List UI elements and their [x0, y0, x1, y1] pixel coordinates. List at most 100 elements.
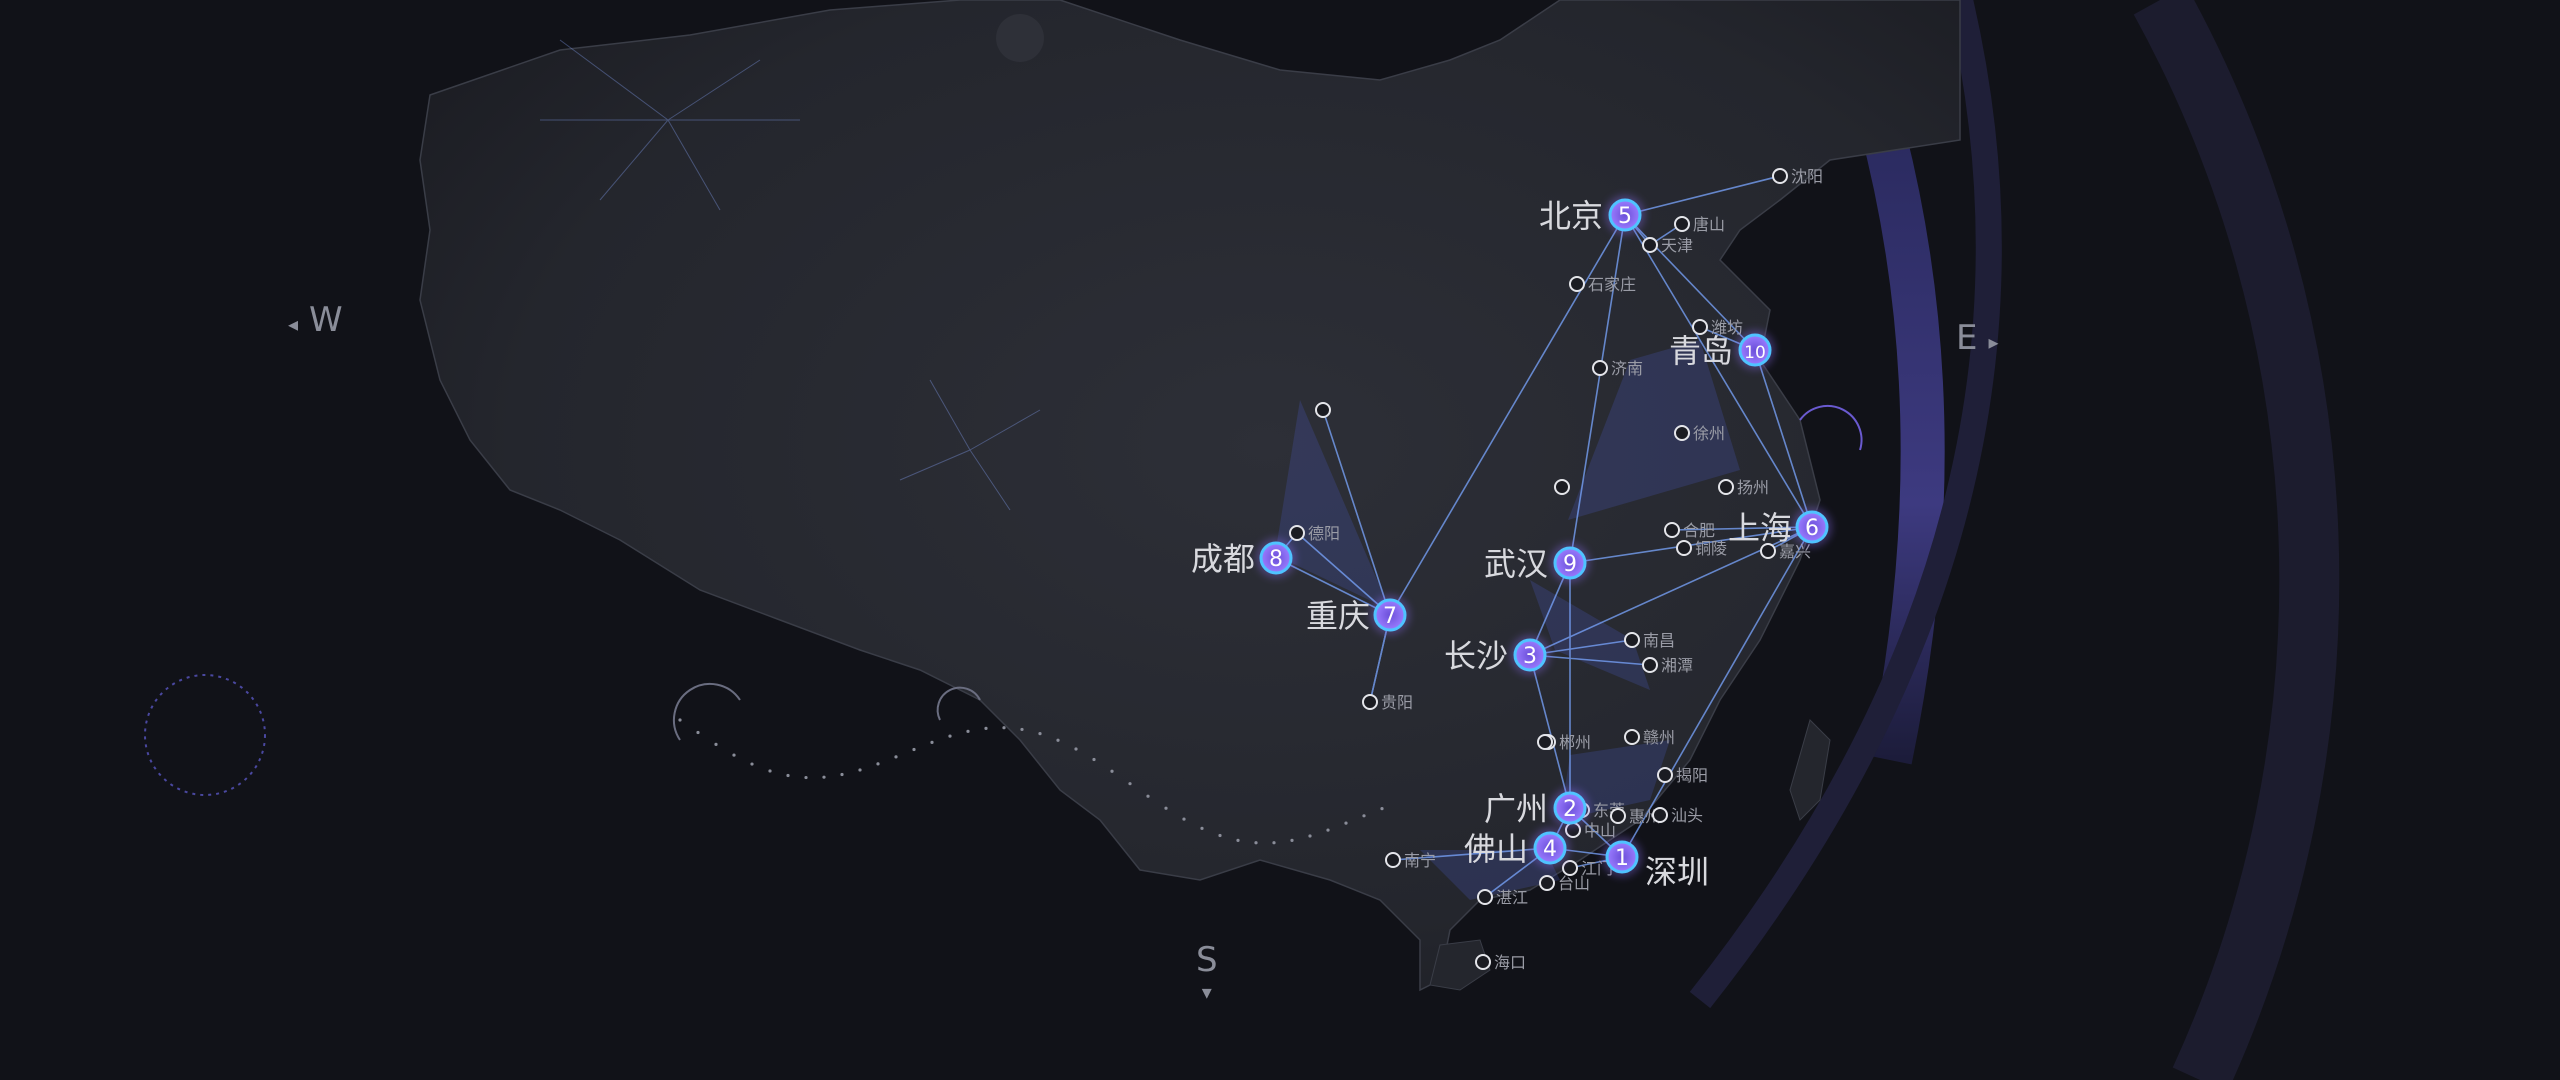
rank-marker-circle[interactable]: [1738, 333, 1772, 367]
minor-city-dot[interactable]: [1592, 360, 1608, 376]
minor-city-dot[interactable]: [1718, 479, 1734, 495]
unlabeled-city-dot[interactable]: [1537, 734, 1553, 750]
rank-number: 3: [1523, 644, 1537, 669]
minor-city-dot[interactable]: [1664, 522, 1680, 538]
minor-city-dot[interactable]: [1569, 276, 1585, 292]
ranked-city-8[interactable]: 8成都: [1191, 538, 1296, 578]
minor-city-dot[interactable]: [1692, 319, 1708, 335]
rank-number: 4: [1543, 837, 1557, 862]
ranked-city-3[interactable]: 3长沙: [1444, 635, 1550, 675]
minor-city-潍坊[interactable]: 潍坊: [1692, 318, 1743, 337]
decorative-arcs: [1689, 0, 2340, 1080]
ranked-city-label: 广州: [1484, 790, 1548, 828]
minor-city-label: 中山: [1584, 821, 1616, 840]
rank-marker-circle[interactable]: [1795, 510, 1829, 544]
rank-marker-circle[interactable]: [1553, 791, 1587, 825]
minor-city-合肥[interactable]: 合肥: [1664, 521, 1715, 540]
minor-city-dot[interactable]: [1642, 237, 1658, 253]
minor-city-dot[interactable]: [1657, 767, 1673, 783]
minor-city-dot[interactable]: [1475, 954, 1491, 970]
minor-city-济南[interactable]: 济南: [1592, 359, 1643, 378]
trail-dot: [732, 753, 736, 757]
minor-city-台山[interactable]: 台山: [1539, 874, 1590, 893]
ranked-city-6[interactable]: 6上海: [1728, 507, 1832, 547]
minor-city-dot[interactable]: [1289, 525, 1305, 541]
ranked-city-5[interactable]: 5北京: [1539, 195, 1645, 235]
minor-city-label: 沈阳: [1791, 167, 1823, 186]
rank-marker-circle[interactable]: [1533, 831, 1567, 865]
ranked-city-4[interactable]: 4佛山: [1464, 828, 1570, 868]
minor-city-label: 合肥: [1683, 521, 1715, 540]
minor-city-唐山[interactable]: 唐山: [1674, 215, 1725, 234]
minor-city-天津[interactable]: 天津: [1642, 236, 1693, 255]
ranked-city-7[interactable]: 7重庆: [1306, 595, 1410, 635]
minor-city-label: 徐州: [1693, 424, 1725, 443]
rank-marker-circle[interactable]: [1259, 541, 1293, 575]
minor-city-dot[interactable]: [1676, 540, 1692, 556]
minor-city-label: 济南: [1611, 359, 1643, 378]
minor-city-揭阳[interactable]: 揭阳: [1657, 766, 1708, 785]
minor-city-海口[interactable]: 海口: [1475, 953, 1526, 972]
minor-city-南宁[interactable]: 南宁: [1385, 851, 1436, 870]
rank-number: 1: [1615, 846, 1629, 871]
rank-marker-circle[interactable]: [1608, 198, 1642, 232]
minor-city-dot[interactable]: [1674, 425, 1690, 441]
minor-city-贵阳[interactable]: 贵阳: [1362, 693, 1413, 712]
trail-dot: [1362, 814, 1366, 818]
minor-city-dot[interactable]: [1539, 875, 1555, 891]
route-line: [1389, 214, 1626, 616]
minor-city-dot[interactable]: [1562, 860, 1578, 876]
minor-city-dot[interactable]: [1610, 808, 1626, 824]
unlabeled-city-dot[interactable]: [1315, 402, 1331, 418]
rank-marker-circle[interactable]: [1553, 546, 1587, 580]
trail-dot: [894, 755, 898, 759]
minor-city-dot[interactable]: [1624, 729, 1640, 745]
minor-city-dot[interactable]: [1362, 694, 1378, 710]
trail-dot: [1308, 834, 1312, 838]
minor-city-德阳[interactable]: 德阳: [1289, 524, 1340, 543]
starburst-decoration: [540, 39, 1041, 511]
trail-dot: [1290, 838, 1294, 842]
ranked-city-9[interactable]: 9武汉: [1484, 543, 1590, 583]
rank-number: 9: [1563, 552, 1577, 577]
minor-city-dot[interactable]: [1477, 889, 1493, 905]
minor-city-沈阳[interactable]: 沈阳: [1772, 167, 1823, 186]
ranked-city-label: 重庆: [1306, 597, 1370, 635]
compass-east: E▸: [1956, 318, 2010, 358]
minor-city-dot[interactable]: [1760, 543, 1776, 559]
minor-city-label: 嘉兴: [1779, 542, 1811, 561]
minor-city-湘潭[interactable]: 湘潭: [1642, 656, 1693, 675]
minor-city-label: 潍坊: [1711, 318, 1743, 337]
minor-city-dot[interactable]: [1652, 807, 1668, 823]
trail-dot: [1074, 747, 1078, 751]
rank-number: 10: [1744, 343, 1766, 363]
trail-dot: [804, 775, 808, 780]
minor-city-dot[interactable]: [1385, 852, 1401, 868]
minor-city-dot[interactable]: [1772, 168, 1788, 184]
rank-marker-circle[interactable]: [1373, 598, 1407, 632]
minor-city-label: 赣州: [1643, 728, 1675, 747]
minor-city-嘉兴[interactable]: 嘉兴: [1760, 542, 1811, 561]
minor-city-徐州[interactable]: 徐州: [1674, 424, 1725, 443]
minor-city-dot[interactable]: [1624, 632, 1640, 648]
minor-city-dot[interactable]: [1642, 657, 1658, 673]
trail-dot: [1020, 727, 1024, 732]
minor-city-南昌[interactable]: 南昌: [1624, 631, 1675, 650]
ranked-city-2[interactable]: 2广州: [1484, 788, 1590, 828]
minor-city-石家庄[interactable]: 石家庄: [1569, 275, 1636, 294]
trail-dot: [714, 742, 718, 746]
unlabeled-city-dot[interactable]: [1554, 479, 1570, 495]
minor-city-汕头[interactable]: 汕头: [1652, 806, 1703, 825]
minor-city-铜陵[interactable]: 铜陵: [1676, 539, 1727, 558]
rank-marker-circle[interactable]: [1605, 840, 1639, 874]
ranked-city-label: 成都: [1191, 540, 1255, 578]
minor-city-赣州[interactable]: 赣州: [1624, 728, 1675, 747]
rank-marker-circle[interactable]: [1513, 638, 1547, 672]
trail-dot: [1092, 757, 1096, 762]
minor-city-湛江[interactable]: 湛江: [1477, 888, 1528, 907]
minor-city-dot[interactable]: [1674, 216, 1690, 232]
minor-city-扬州[interactable]: 扬州: [1718, 478, 1769, 497]
